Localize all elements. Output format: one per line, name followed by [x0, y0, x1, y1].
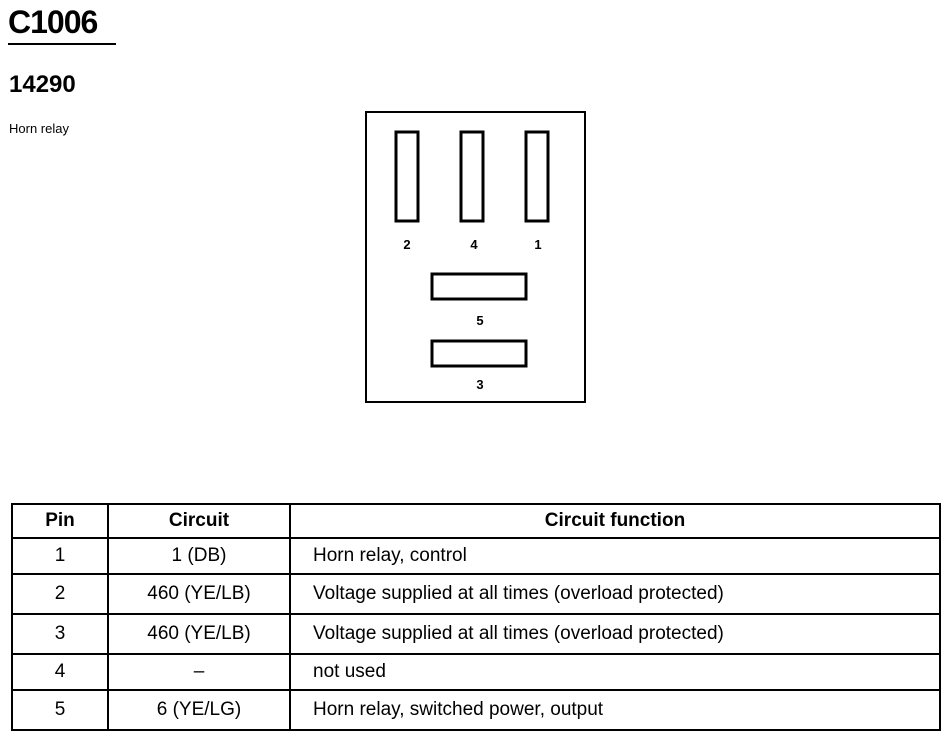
- function-cell: Horn relay, control: [289, 537, 941, 575]
- connector-id-underline: [8, 43, 116, 45]
- function-cell: Voltage supplied at all times (overload …: [289, 613, 941, 655]
- pin-label: 3: [476, 377, 483, 392]
- pin-cell: 2: [11, 573, 109, 615]
- pin-cell: 5: [11, 689, 109, 731]
- circuit-cell: 460 (YE/LB): [107, 613, 291, 655]
- circuit-cell: –: [107, 653, 291, 691]
- function-cell: Voltage supplied at all times (overload …: [289, 573, 941, 615]
- table-row: 4 – not used: [11, 653, 941, 691]
- column-header-pin: Pin: [11, 503, 109, 539]
- connector-id: C1006: [8, 4, 98, 40]
- pin-cell: 1: [11, 537, 109, 575]
- column-header-function: Circuit function: [289, 503, 941, 539]
- pin-label: 4: [470, 237, 478, 252]
- table-row: 3 460 (YE/LB) Voltage supplied at all ti…: [11, 613, 941, 655]
- table-row: 5 6 (YE/LG) Horn relay, switched power, …: [11, 689, 941, 731]
- connector-housing: [365, 111, 586, 403]
- terminal-pin-5: [430, 272, 528, 301]
- column-header-circuit: Circuit: [107, 503, 291, 539]
- circuit-cell: 6 (YE/LG): [107, 689, 291, 731]
- circuit-cell: 460 (YE/LB): [107, 573, 291, 615]
- pin-label: 1: [534, 237, 541, 252]
- pin-cell: 4: [11, 653, 109, 691]
- function-cell: not used: [289, 653, 941, 691]
- pin-cell: 3: [11, 613, 109, 655]
- terminal-pin-1: [524, 130, 550, 223]
- terminal-pin-4: [459, 130, 485, 223]
- table-row: 2 460 (YE/LB) Voltage supplied at all ti…: [11, 573, 941, 615]
- terminal-pin-2: [394, 130, 420, 223]
- pin-label: 2: [403, 237, 410, 252]
- component-description: Horn relay: [9, 121, 69, 136]
- table-header-row: Pin Circuit Circuit function: [11, 503, 941, 539]
- terminal-pin-3: [430, 339, 528, 368]
- pin-function-table: Pin Circuit Circuit function 1 1 (DB) Ho…: [11, 503, 941, 731]
- function-cell: Horn relay, switched power, output: [289, 689, 941, 731]
- circuit-cell: 1 (DB): [107, 537, 291, 575]
- table-row: 1 1 (DB) Horn relay, control: [11, 537, 941, 575]
- part-number: 14290: [9, 71, 76, 98]
- pin-label: 5: [476, 313, 483, 328]
